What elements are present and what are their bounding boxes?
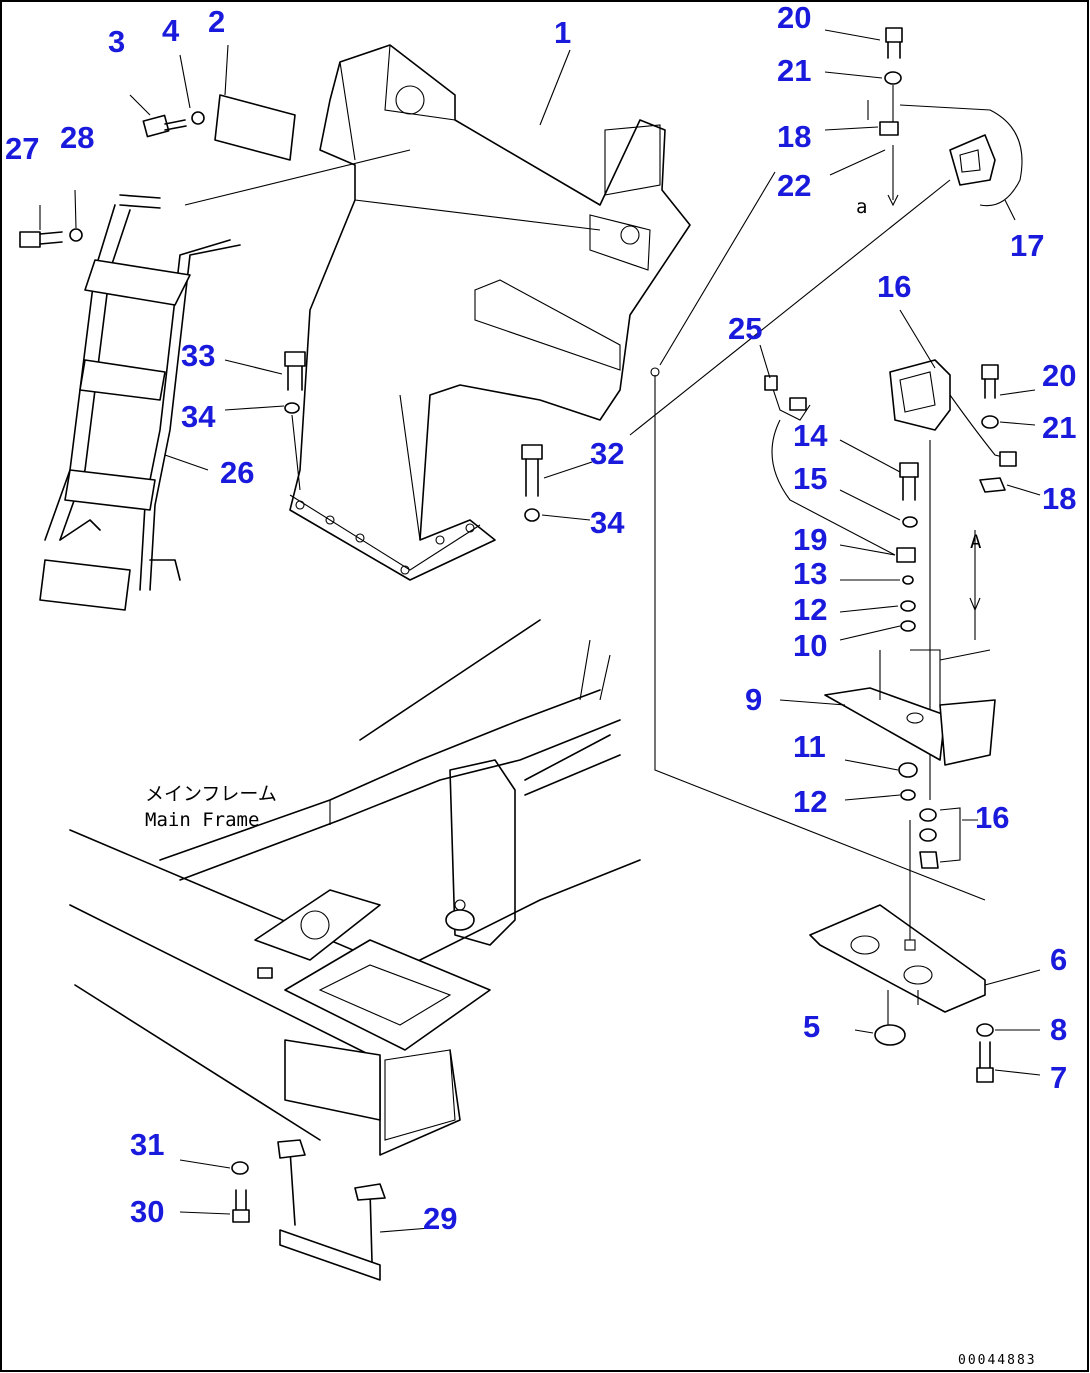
washer-21-top — [884, 71, 902, 85]
main-frame — [69, 619, 641, 1156]
washer-12a — [900, 600, 916, 612]
washer-8 — [976, 1023, 994, 1037]
washer-10 — [900, 620, 916, 632]
callout-17: 17 — [1010, 228, 1044, 263]
view-marker-a: a — [856, 196, 867, 218]
callout-9: 9 — [745, 682, 762, 717]
bolt-33 — [284, 351, 306, 391]
clip-18-right — [979, 477, 1006, 493]
bracket-9 — [824, 649, 996, 766]
callout-11: 11 — [793, 729, 826, 764]
washer-34a — [284, 402, 300, 414]
bracket-6 — [809, 904, 986, 1013]
nut-16 — [919, 851, 939, 869]
washer-4 — [191, 111, 205, 125]
callout-3: 3 — [108, 24, 125, 59]
callout-29: 29 — [423, 1201, 457, 1236]
bolt-20-top — [885, 27, 903, 59]
washer-28 — [69, 228, 83, 242]
harness-25 — [764, 375, 896, 556]
callout-14: 14 — [793, 418, 828, 453]
washer-13 — [902, 575, 914, 585]
callout-4: 4 — [162, 13, 180, 48]
bolt-30 — [232, 1189, 250, 1223]
callout-19: 19 — [793, 522, 827, 557]
callout-34a: 34 — [181, 399, 216, 434]
view-marker-A: A — [970, 531, 982, 553]
clip-18-top — [879, 121, 899, 136]
callout-18b: 18 — [1042, 481, 1076, 516]
bolt-20-right — [981, 364, 999, 399]
callout-6: 6 — [1050, 942, 1067, 977]
callout-2: 2 — [208, 4, 225, 39]
main-bracket — [289, 44, 691, 581]
washer-16a — [919, 808, 937, 822]
callout-16a: 16 — [877, 269, 911, 304]
callout-27: 27 — [5, 131, 39, 166]
callout-22: 22 — [777, 168, 811, 203]
lamp-16 — [889, 359, 1017, 467]
callout-12b: 12 — [793, 784, 827, 819]
callout-28: 28 — [60, 120, 94, 155]
callout-1: 1 — [554, 15, 571, 50]
callout-12a: 12 — [793, 592, 827, 627]
washer-12b — [900, 789, 916, 801]
cushion-5 — [874, 1024, 906, 1046]
callout-20b: 20 — [1042, 358, 1076, 393]
callout-18a: 18 — [777, 119, 811, 154]
bolt-7 — [976, 1041, 994, 1083]
callout-7: 7 — [1050, 1060, 1067, 1095]
callout-5: 5 — [803, 1009, 820, 1044]
clamp-29 — [277, 1139, 386, 1281]
callout-25: 25 — [728, 311, 762, 346]
lamp-17 — [949, 134, 996, 186]
washer-16b — [919, 828, 937, 842]
bolt-14 — [899, 462, 919, 501]
callout-20a: 20 — [777, 0, 811, 35]
callout-32: 32 — [590, 436, 624, 471]
callout-15: 15 — [793, 461, 827, 496]
washer-15 — [902, 516, 918, 528]
cover-plate — [214, 94, 296, 161]
bolt-27 — [19, 231, 63, 248]
ladder — [39, 194, 241, 611]
callout-10: 10 — [793, 628, 827, 663]
washer-21-right — [981, 415, 999, 429]
washer-11 — [898, 762, 918, 778]
callout-8: 8 — [1050, 1012, 1067, 1047]
drawing-number: 00044883 — [958, 1353, 1037, 1368]
bolt-32 — [521, 444, 543, 497]
callout-34b: 34 — [590, 505, 625, 540]
main-frame-label-jp: メインフレーム — [145, 783, 277, 805]
callout-13: 13 — [793, 556, 827, 591]
callout-26: 26 — [220, 455, 254, 490]
callout-30: 30 — [130, 1194, 164, 1229]
washer-34b — [524, 508, 540, 522]
callout-21b: 21 — [1042, 410, 1076, 445]
callout-16b: 16 — [975, 800, 1009, 835]
callout-21a: 21 — [777, 53, 811, 88]
callout-labels: 1 2 3 4 5 6 7 8 9 10 11 12 12 13 14 15 1… — [5, 0, 1076, 1236]
callout-31: 31 — [130, 1127, 164, 1162]
main-frame-label-en: Main Frame — [145, 809, 259, 831]
clip-19 — [896, 547, 916, 563]
bolt-3 — [142, 114, 187, 138]
callout-33: 33 — [181, 338, 215, 373]
washer-31 — [231, 1161, 249, 1175]
